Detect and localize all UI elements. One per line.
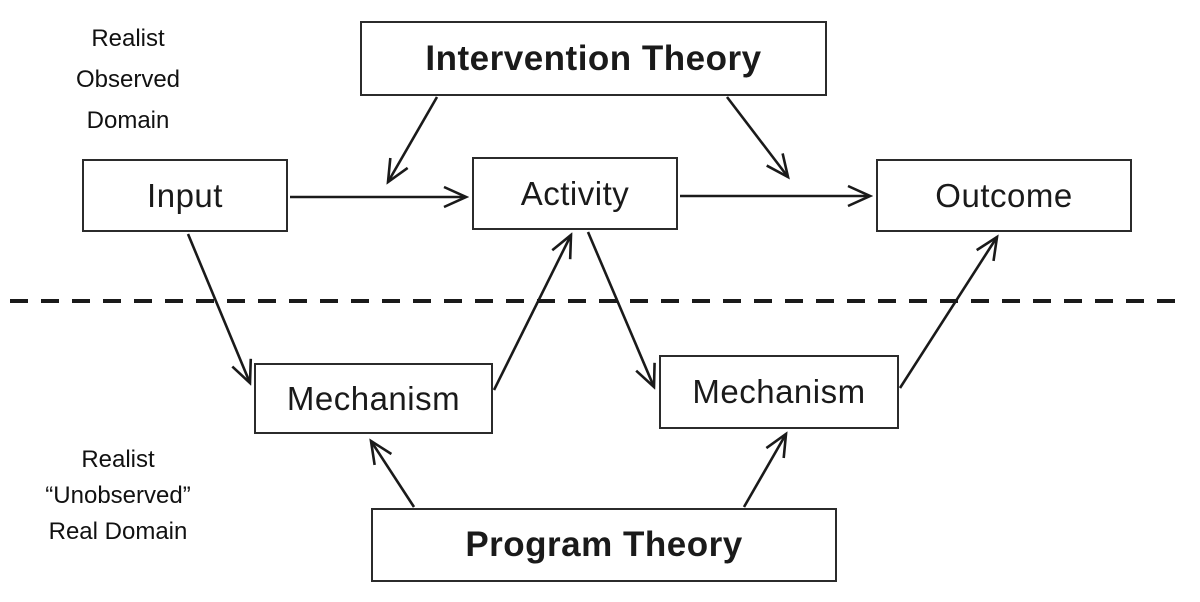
arrow-intervention-theory-right	[725, 96, 788, 177]
mechanism-right-box: Mechanism	[659, 355, 899, 429]
unobserved-domain-line-3: Real Domain	[48, 518, 188, 545]
activity-box: Activity	[472, 157, 678, 230]
arrow-input-to-mechanism-left	[186, 233, 250, 383]
outcome-box: Outcome	[876, 159, 1132, 232]
arrow-intervention-theory-left	[388, 96, 439, 182]
observed-domain-label: Realist Observed Domain	[48, 18, 208, 141]
mechanism-left-box: Mechanism	[254, 363, 493, 434]
activity-label: Activity	[520, 174, 630, 212]
outcome-label: Outcome	[935, 176, 1073, 214]
intervention-theory-label: Intervention Theory	[425, 38, 762, 78]
program-theory-box: Program Theory	[371, 508, 837, 582]
arrow-program-theory-to-mechanism-left	[371, 441, 416, 508]
input-label: Input	[147, 176, 223, 214]
unobserved-domain-line-2: “Unobserved”	[45, 482, 191, 509]
arrow-mechanism-right-to-outcome	[898, 237, 997, 389]
mechanism-right-label: Mechanism	[692, 373, 866, 410]
intervention-theory-box: Intervention Theory	[360, 21, 827, 96]
mechanism-left-label: Mechanism	[286, 379, 461, 417]
observed-domain-line-1: Realist	[91, 25, 165, 52]
observed-domain-line-3: Domain	[86, 107, 170, 134]
arrow-program-theory-to-mechanism-right	[742, 434, 786, 508]
observed-domain-line-2: Observed	[75, 66, 181, 93]
program-theory-label: Program Theory	[465, 525, 743, 564]
input-box: Input	[82, 159, 288, 232]
arrow-activity-to-mechanism-right	[586, 231, 654, 387]
unobserved-domain-label: Realist “Unobserved” Real Domain	[23, 442, 213, 550]
unobserved-domain-line-1: Realist	[81, 446, 155, 473]
arrow-mechanism-left-to-activity	[492, 235, 571, 391]
